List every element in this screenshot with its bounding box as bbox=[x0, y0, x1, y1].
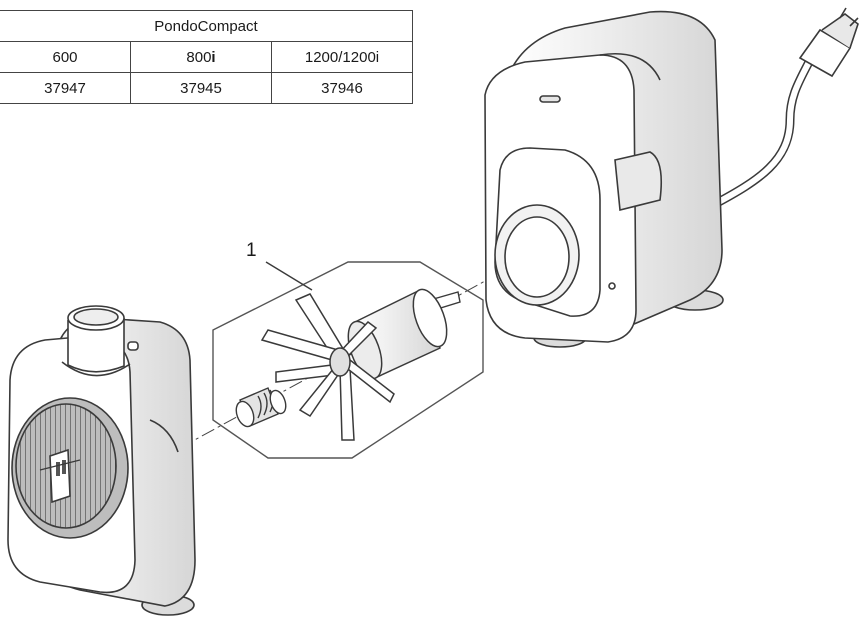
part-number-1200: 37946 bbox=[271, 72, 413, 104]
callout-leader-line bbox=[265, 261, 313, 291]
impeller-blades bbox=[260, 293, 395, 441]
table-title-row: PondoCompact bbox=[0, 10, 413, 42]
impeller-assembly bbox=[212, 261, 484, 459]
part-number-800i: 37945 bbox=[130, 72, 272, 104]
pump-front-cover bbox=[7, 305, 196, 616]
part-outline-hexagon bbox=[212, 261, 484, 459]
motor-housing bbox=[484, 7, 859, 348]
table-model-row: 600 800i 1200/1200i bbox=[0, 41, 413, 73]
table-title: PondoCompact bbox=[0, 10, 413, 42]
model-1200: 1200/1200i bbox=[271, 41, 413, 73]
model-800i: 800i bbox=[130, 41, 272, 73]
model-600: 600 bbox=[0, 41, 131, 73]
table-part-number-row: 37947 37945 37946 bbox=[0, 72, 413, 104]
bearing-sleeve bbox=[235, 387, 287, 428]
part-number-600: 37947 bbox=[0, 72, 131, 104]
callout-label: 1 bbox=[246, 240, 257, 261]
power-plug bbox=[798, 7, 859, 78]
parts-table: PondoCompact 600 800i 1200/1200i 37947 3… bbox=[0, 10, 413, 104]
